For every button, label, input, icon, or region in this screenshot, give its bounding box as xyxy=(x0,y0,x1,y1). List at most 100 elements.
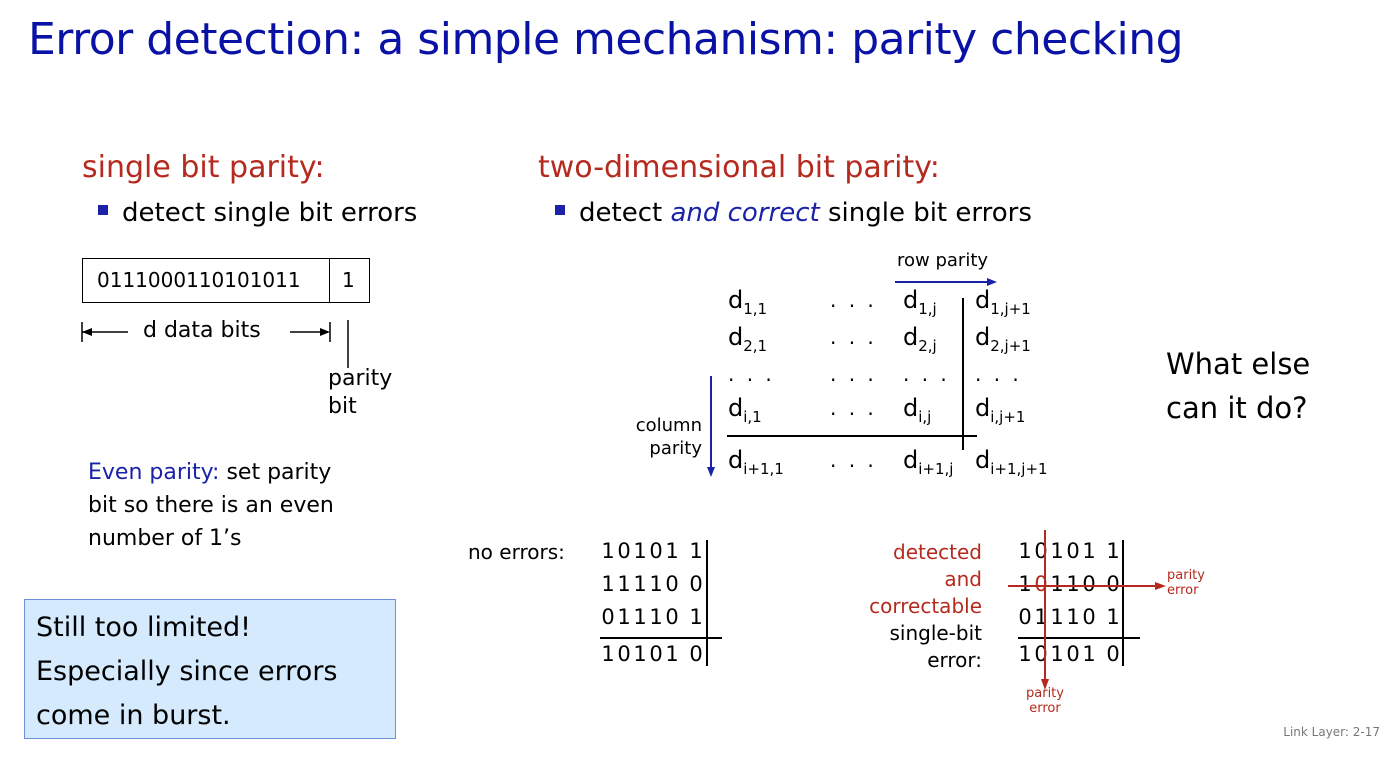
ellipsis: · · · xyxy=(830,402,877,426)
single-bit-bullet: detect single bit errors xyxy=(98,198,417,228)
note-line: come in burst. xyxy=(36,700,231,731)
label: detected xyxy=(893,540,982,564)
bit: 1 xyxy=(1082,642,1096,666)
bit: 1 xyxy=(1106,539,1120,563)
bit: 1 xyxy=(633,642,647,666)
data-bits-label: d data bits xyxy=(143,318,261,343)
matrix-cell: d2,j+1 xyxy=(975,323,1031,355)
divider xyxy=(329,259,330,302)
limitation-note: Still too limited! Especially since erro… xyxy=(24,599,396,739)
bit: 1 xyxy=(601,539,615,563)
bit: 0 xyxy=(617,642,631,666)
bit: 0 xyxy=(1018,605,1032,629)
matrix-cell: di+1,1 xyxy=(728,446,784,478)
bit: 0 xyxy=(649,642,663,666)
question-line: can it do? xyxy=(1166,391,1308,425)
bit: 0 xyxy=(649,539,663,563)
bit: 1 xyxy=(617,572,631,596)
bullet-text: single bit errors xyxy=(819,198,1032,228)
even-parity-text: Even parity: set parity bit so there is … xyxy=(88,456,334,555)
bit: 1 xyxy=(649,605,663,629)
two-dim-bullet: detect and correct single bit errors xyxy=(555,198,1032,228)
bit: 1 xyxy=(665,539,679,563)
matrix-cell: d2,1 xyxy=(728,323,768,355)
matrix-cell: d1,1 xyxy=(728,286,768,318)
error-label: detected and correctable single-bit erro… xyxy=(800,539,982,674)
bit: 1 xyxy=(1082,539,1096,563)
bit: 0 xyxy=(689,572,703,596)
bit: 1 xyxy=(1050,605,1064,629)
parity-bit-value: 1 xyxy=(342,268,355,292)
bit: 1 xyxy=(1018,642,1032,666)
matrix-horizontal-line xyxy=(727,435,977,437)
bit: 0 xyxy=(1066,539,1080,563)
bit: 1 xyxy=(689,539,703,563)
bullet-text: detect xyxy=(579,198,671,228)
slide-title: Error detection: a simple mechanism: par… xyxy=(28,14,1184,65)
ellipsis: · · · xyxy=(728,368,775,392)
bit: 0 xyxy=(665,572,679,596)
label: correctable xyxy=(869,594,982,618)
parity-label: parity xyxy=(328,366,393,391)
label: and xyxy=(944,567,982,591)
matrix-cell: di,j xyxy=(903,394,932,426)
ellipsis: · · · xyxy=(975,368,1022,392)
bit: 0 xyxy=(1106,572,1120,596)
bullet-icon xyxy=(555,204,565,215)
bit: 1 xyxy=(1018,572,1032,596)
row-parity-label: row parity xyxy=(897,250,989,271)
ellipsis: · · · xyxy=(830,454,877,478)
label: error xyxy=(1029,701,1061,716)
bit: 1 xyxy=(633,572,647,596)
bit: 1 xyxy=(1066,605,1080,629)
question-line: What else xyxy=(1166,347,1311,381)
bit: 0 xyxy=(1082,572,1096,596)
matrix-cell: di+1,j xyxy=(903,446,954,478)
bullet-emphasis: and correct xyxy=(670,198,820,228)
matrix-cell: di,1 xyxy=(728,394,762,426)
label: column xyxy=(635,415,702,436)
note-line: Still too limited! xyxy=(36,612,251,643)
bit: 0 xyxy=(1066,642,1080,666)
bit: 1 xyxy=(633,539,647,563)
bit: 1 xyxy=(633,605,647,629)
matrix-cell: d1,j+1 xyxy=(975,286,1031,318)
bit: 1 xyxy=(1018,539,1032,563)
label: single-bit xyxy=(889,621,982,645)
row-parity-arrow xyxy=(895,278,997,286)
bit: 1 xyxy=(649,572,663,596)
label: parity xyxy=(1026,686,1064,701)
label: error xyxy=(1167,583,1199,598)
label: parity xyxy=(649,438,702,459)
data-bits: 0111000110101011 xyxy=(97,268,301,292)
divider xyxy=(600,637,722,639)
column-parity-arrow xyxy=(707,376,715,477)
bit: 0 xyxy=(1106,642,1120,666)
ellipsis: · · · xyxy=(903,368,950,392)
ellipsis: · · · xyxy=(830,368,877,392)
even-text: bit so there is an even xyxy=(88,493,334,518)
bit: 0 xyxy=(1082,605,1096,629)
two-dim-heading: two-dimensional bit parity: xyxy=(538,150,940,185)
matrix-cell: d2,j xyxy=(903,323,937,355)
bit: 1 xyxy=(665,642,679,666)
matrix-cell: di,j+1 xyxy=(975,394,1026,426)
slide-number: Link Layer: 2-17 xyxy=(1283,725,1380,739)
matrix-cell: di+1,j+1 xyxy=(975,446,1048,478)
label: parity xyxy=(1167,568,1205,583)
bit: 0 xyxy=(689,642,703,666)
label: error: xyxy=(927,648,982,672)
bit: 1 xyxy=(1050,642,1064,666)
bit: 1 xyxy=(617,605,631,629)
ellipsis: · · · xyxy=(830,294,877,318)
bullet-icon xyxy=(98,204,108,215)
